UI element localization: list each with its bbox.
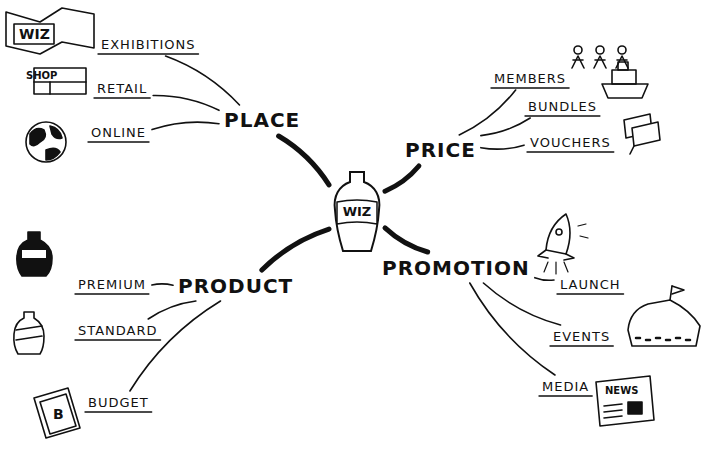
sub-branch-line <box>152 122 219 129</box>
main-branch: PLACE <box>221 107 303 133</box>
sub-branch-line <box>152 284 173 285</box>
branch-text: BUDGET <box>85 394 152 411</box>
globe-icon <box>26 122 66 162</box>
branch-text: STANDARD <box>75 322 161 339</box>
sub-branch: VOUCHERS <box>527 134 614 151</box>
sub-branch-line <box>483 283 560 325</box>
icon-label: NEWS <box>605 385 638 396</box>
branch-text: MEDIA <box>539 378 592 395</box>
branch-underline <box>85 411 152 412</box>
main-branch: PRODUCT <box>175 273 296 299</box>
sub-branch-line <box>153 95 219 110</box>
branch-text: VOUCHERS <box>527 134 614 151</box>
sub-branch: MEMBERS <box>491 70 569 87</box>
branch-underline <box>88 141 149 142</box>
main-branch: PROMOTION <box>379 255 533 281</box>
main-branch-line <box>385 228 428 252</box>
branch-underline <box>557 293 624 294</box>
premium-bottle-icon <box>17 232 52 276</box>
sub-branch-line <box>130 301 221 391</box>
events-icon <box>628 286 700 346</box>
sub-branch: EXHIBITIONS <box>98 36 198 53</box>
sub-branch: LAUNCH <box>557 276 624 293</box>
sub-branch-line <box>481 145 524 149</box>
branch-underline <box>98 53 198 54</box>
newspaper-icon <box>596 376 654 426</box>
vouchers-icon <box>624 114 660 154</box>
sub-branch: STANDARD <box>75 322 161 339</box>
sub-branch: ONLINE <box>88 124 149 141</box>
sub-branch: MEDIA <box>539 378 592 395</box>
sub-branch: RETAIL <box>94 80 150 97</box>
branch-text: BUNDLES <box>525 98 600 115</box>
branch-underline <box>75 293 149 294</box>
budget-icon <box>34 388 80 438</box>
sub-branch-line <box>148 301 196 319</box>
branch-underline <box>75 339 161 340</box>
branch-text: PRODUCT <box>175 273 296 299</box>
branch-underline <box>527 151 614 152</box>
branch-underline <box>94 97 150 98</box>
branch-text: MEMBERS <box>491 70 569 87</box>
main-branch-line <box>279 136 329 185</box>
rocket-icon <box>538 214 588 274</box>
branch-text: EXHIBITIONS <box>98 36 198 53</box>
branch-text: PROMOTION <box>379 255 533 281</box>
sub-branch: BUDGET <box>85 394 152 411</box>
branch-underline <box>539 395 592 396</box>
branch-text: EVENTS <box>550 328 613 345</box>
branch-underline <box>550 345 613 346</box>
icon-label: SHOP <box>26 70 57 81</box>
sub-branch-line <box>535 278 554 281</box>
sub-branch: PREMIUM <box>75 276 149 293</box>
main-branch: PRICE <box>402 137 479 163</box>
sub-branch-line <box>459 90 515 135</box>
branch-text: LAUNCH <box>557 276 624 293</box>
sub-branch-line <box>470 283 555 375</box>
icon-label: WIZ <box>19 26 50 42</box>
branch-underline <box>491 87 569 88</box>
sub-branch: EVENTS <box>550 328 613 345</box>
central-bottle: WIZ <box>331 170 383 254</box>
sub-branch-line <box>481 118 530 136</box>
branch-text: ONLINE <box>88 124 149 141</box>
standard-bottle-icon <box>14 312 44 354</box>
branch-text: RETAIL <box>94 80 150 97</box>
branch-text: WIZ <box>331 204 383 219</box>
icon-label: B <box>53 406 64 422</box>
main-branch-line <box>385 166 419 191</box>
branch-text: PLACE <box>221 107 303 133</box>
branch-underline <box>525 115 600 116</box>
branch-text: PREMIUM <box>75 276 149 293</box>
exhibition-icon <box>6 8 94 54</box>
main-branch-line <box>262 229 329 270</box>
bundles-icon <box>602 62 648 98</box>
exhibition-sign <box>14 24 54 44</box>
branch-text: PRICE <box>402 137 479 163</box>
members-icon <box>572 46 628 68</box>
sub-branch: BUNDLES <box>525 98 600 115</box>
